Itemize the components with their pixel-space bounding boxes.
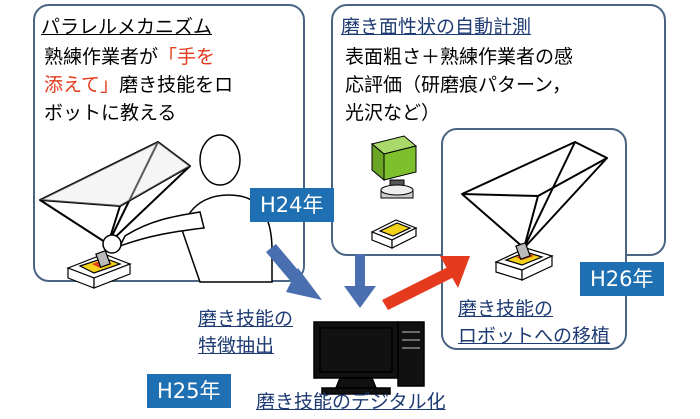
blue-arrow-down <box>344 254 376 308</box>
blue-arrow-left <box>266 244 322 300</box>
middle-workpiece <box>370 219 418 249</box>
red-arrow-up <box>382 256 470 310</box>
feature-extract-label-2: 特徴抽出 <box>198 335 275 357</box>
left-line-2-red: 添えて」 <box>44 74 120 96</box>
left-workpiece <box>66 249 132 289</box>
right-line-3: 光沢など） <box>345 102 441 124</box>
badge-h26: H26年 <box>580 262 664 296</box>
badge-h25: H25年 <box>147 374 231 408</box>
left-line-1-red: 「手を <box>158 46 216 68</box>
operator-figure <box>102 134 273 283</box>
transplant-label-1: 磨き技能の <box>458 298 554 320</box>
auto-measurement-title: 磨き面性状の自動計測 <box>341 16 532 38</box>
left-line-2-suffix: 磨き技能をロ <box>119 74 234 96</box>
parallel-mechanism-title: パラレルメカニズム <box>41 16 213 38</box>
computer-icon <box>313 321 425 395</box>
left-line-3: ボットに教える <box>44 102 177 124</box>
right-line-2: 応評価（研磨痕パターン， <box>345 74 572 96</box>
digital-label: 磨き技能のデジタル化 <box>256 391 446 413</box>
right-workpiece <box>494 241 554 281</box>
right-line-1: 表面粗さ＋熟練作業者の感 <box>345 46 574 68</box>
badge-h24: H24年 <box>250 188 334 222</box>
sensor-camera <box>370 135 418 199</box>
left-parallel-mechanism-frame <box>39 141 191 245</box>
left-line-1: 熟練作業者が「手を <box>44 44 215 71</box>
feature-extract-label-1: 磨き技能の <box>198 308 294 330</box>
transplant-label-2: ロボットへの移植 <box>458 325 611 347</box>
left-line-1-prefix: 熟練作業者が <box>44 46 159 68</box>
right-robot-frame <box>461 141 608 249</box>
left-line-2: 添えて」磨き技能をロ <box>44 72 233 99</box>
